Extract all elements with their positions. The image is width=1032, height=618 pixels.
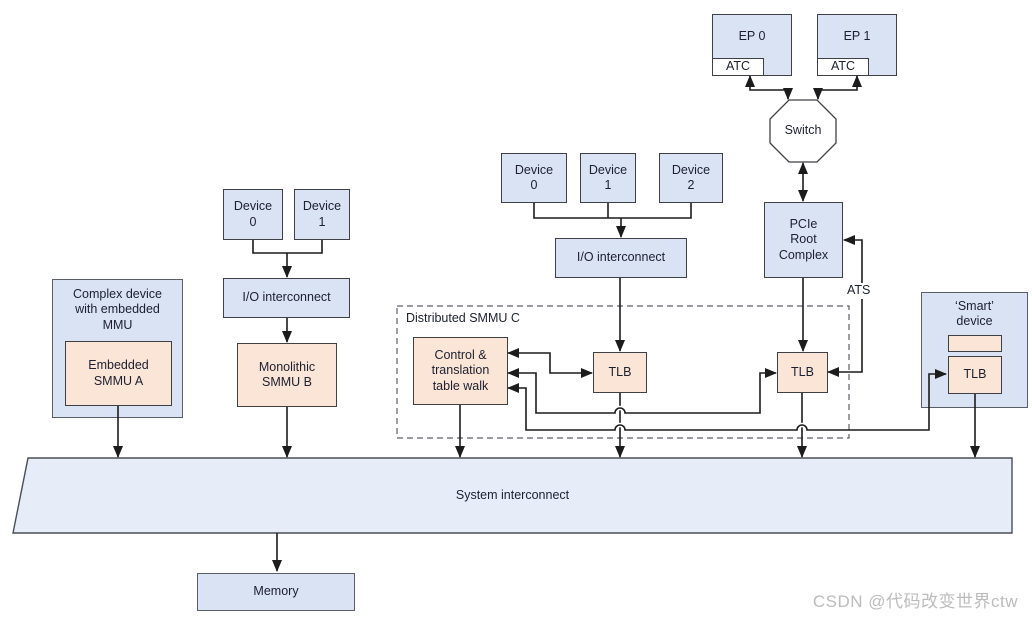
hop-mask: [794, 422, 810, 431]
smart-device-sub-box: [948, 335, 1002, 352]
memory-label: Memory: [253, 584, 299, 599]
tlb-1-label: TLB: [608, 364, 632, 379]
hop-mask: [612, 422, 628, 431]
edge-control-smarttlb: [507, 369, 947, 431]
switch-label: Switch: [784, 123, 822, 138]
device-0-mid-label: Device 0: [514, 162, 554, 192]
device-1-mid-box: Device 1: [580, 153, 636, 203]
device-0-left-label: Device 0: [233, 199, 273, 229]
embedded-smmu-a-label: Embedded SMMU A: [88, 358, 149, 388]
device-1-left-label: Device 1: [302, 199, 342, 229]
hop-mask: [612, 405, 628, 414]
ep1-label: EP 1: [843, 29, 871, 44]
edge-atc0-switch: [745, 75, 793, 100]
edge-devices-mid-join: [533, 203, 692, 219]
complex-device-label: Complex device with embedded MMU: [73, 287, 162, 332]
edge-atc1-switch: [813, 75, 862, 100]
control-translation-table-walk-box: Control & translation table walk: [413, 337, 508, 405]
io-interconnect-mid-box: I/O interconnect: [555, 238, 687, 278]
control-translation-table-walk-label: Control & translation table walk: [431, 348, 490, 393]
ep0-atc-label: ATC: [725, 59, 751, 74]
system-interconnect-label: System interconnect: [455, 487, 570, 502]
monolithic-smmu-b-label: Monolithic SMMU B: [258, 359, 316, 389]
connectors: [113, 75, 980, 572]
pcie-root-complex-box: PCIe Root Complex: [764, 202, 843, 278]
smart-device-label: ‘Smart’ device: [955, 299, 994, 329]
ats-label: ATS: [845, 283, 873, 299]
system-interconnect-label-overlay: System interconnect: [13, 458, 1012, 533]
ep0-atc-box: ATC: [712, 58, 764, 76]
device-1-mid-label: Device 1: [588, 162, 628, 192]
ep1-atc-box: ATC: [817, 58, 869, 76]
tlb-2-label: TLB: [791, 364, 814, 379]
device-1-left-box: Device 1: [294, 189, 350, 240]
device-0-left-box: Device 0: [223, 189, 283, 240]
switch-octagon: [769, 99, 837, 163]
smart-device-tlb-label: TLB: [963, 367, 987, 382]
watermark: CSDN @代码改变世界ctw: [812, 592, 1018, 611]
monolithic-smmu-b-box: Monolithic SMMU B: [237, 343, 337, 407]
embedded-smmu-a-box: Embedded SMMU A: [65, 341, 172, 406]
tlb-2-box: TLB: [777, 352, 828, 393]
memory-box: Memory: [197, 573, 355, 611]
edge-control-tlb1: [507, 348, 593, 378]
distributed-smmu-c-label: Distributed SMMU C: [406, 311, 520, 325]
device-0-mid-box: Device 0: [501, 153, 567, 203]
edge-devices-left-join: [252, 240, 323, 254]
io-interconnect-mid-label: I/O interconnect: [576, 250, 666, 265]
io-interconnect-left-box: I/O interconnect: [223, 278, 350, 318]
smart-device-tlb-box: TLB: [948, 356, 1002, 394]
device-2-mid-box: Device 2: [659, 153, 723, 203]
switch-label-overlay: Switch: [770, 100, 836, 162]
ats-label-overlay: ATS: [845, 283, 873, 299]
io-interconnect-left-label: I/O interconnect: [242, 290, 331, 305]
system-interconnect-shape: [12, 457, 1013, 534]
ep1-atc-label: ATC: [830, 59, 856, 74]
tlb-1-box: TLB: [593, 352, 647, 393]
ep0-label: EP 0: [738, 29, 766, 44]
device-2-mid-label: Device 2: [671, 162, 711, 192]
pcie-root-complex-label: PCIe Root Complex: [778, 217, 829, 262]
